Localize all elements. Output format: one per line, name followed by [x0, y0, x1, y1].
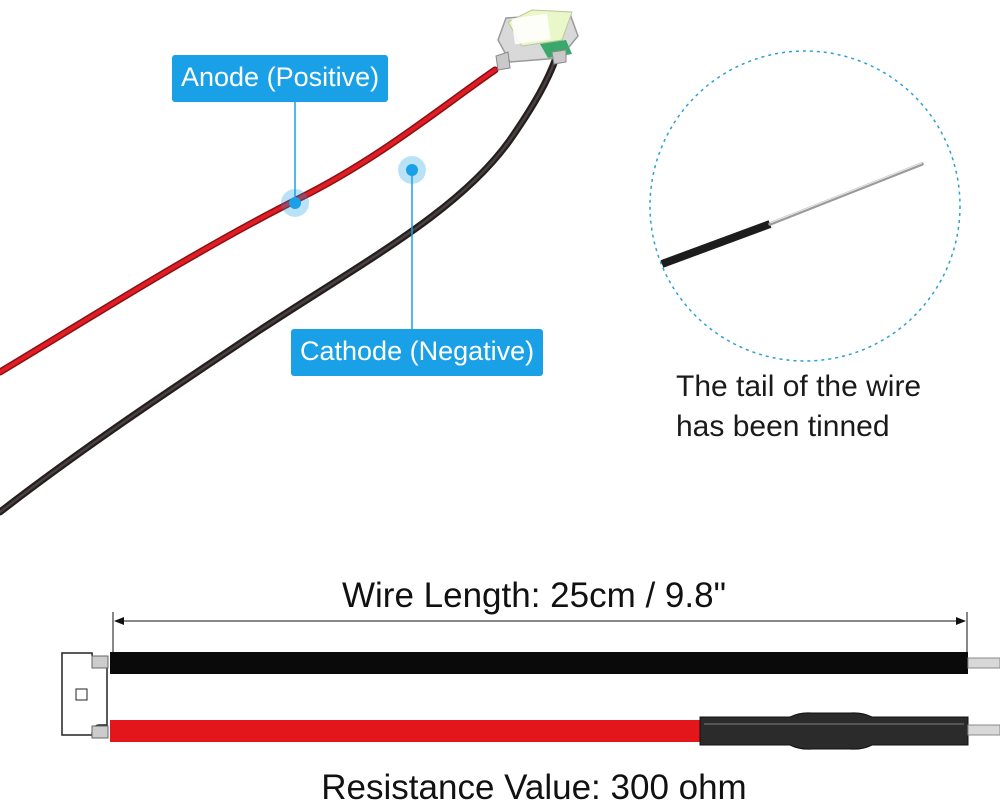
tinned-tail-zoom — [649, 50, 961, 362]
black-wire — [0, 54, 560, 516]
black-wire-bar — [110, 652, 968, 674]
tail-caption-line-1: The tail of the wire — [676, 370, 922, 403]
tail-caption-line-2: has been tinned — [676, 410, 890, 443]
cathode-callout: Cathode (Negative) — [291, 329, 544, 376]
resistance-label: Resistance Value: 300 ohm — [321, 768, 747, 807]
led-chip — [495, 9, 579, 71]
wire-diagram — [61, 612, 1000, 750]
resistor-heatshrink — [699, 712, 969, 750]
anode-callout: Anode (Positive) — [172, 55, 389, 102]
wire-length-label: Wire Length: 25cm / 9.8" — [342, 576, 726, 615]
red-wire-bar — [110, 720, 702, 742]
tail-caption: The tail of the wire has been tinned — [676, 367, 986, 447]
